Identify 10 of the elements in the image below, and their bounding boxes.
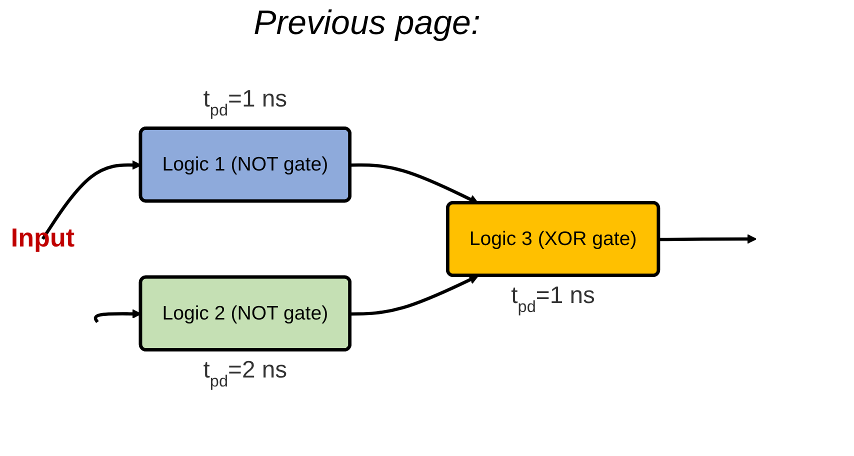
delay-label: t$_{pd}$=2 ns (203, 356, 288, 391)
input-label: Input (10, 224, 75, 254)
title: Previous page: (252, 4, 482, 43)
delay-label: t$_{pd}$=1 ns (203, 85, 288, 120)
logic-box: Logic 2 (NOT gate) (138, 275, 352, 352)
arrow (658, 234, 757, 244)
arrow (350, 275, 479, 316)
logic-box: Logic 3 (XOR gate) (446, 200, 660, 278)
delay-label: t$_{pd}$=1 ns (511, 282, 595, 316)
logic-box: Logic 1 (NOT gate) (138, 126, 352, 203)
